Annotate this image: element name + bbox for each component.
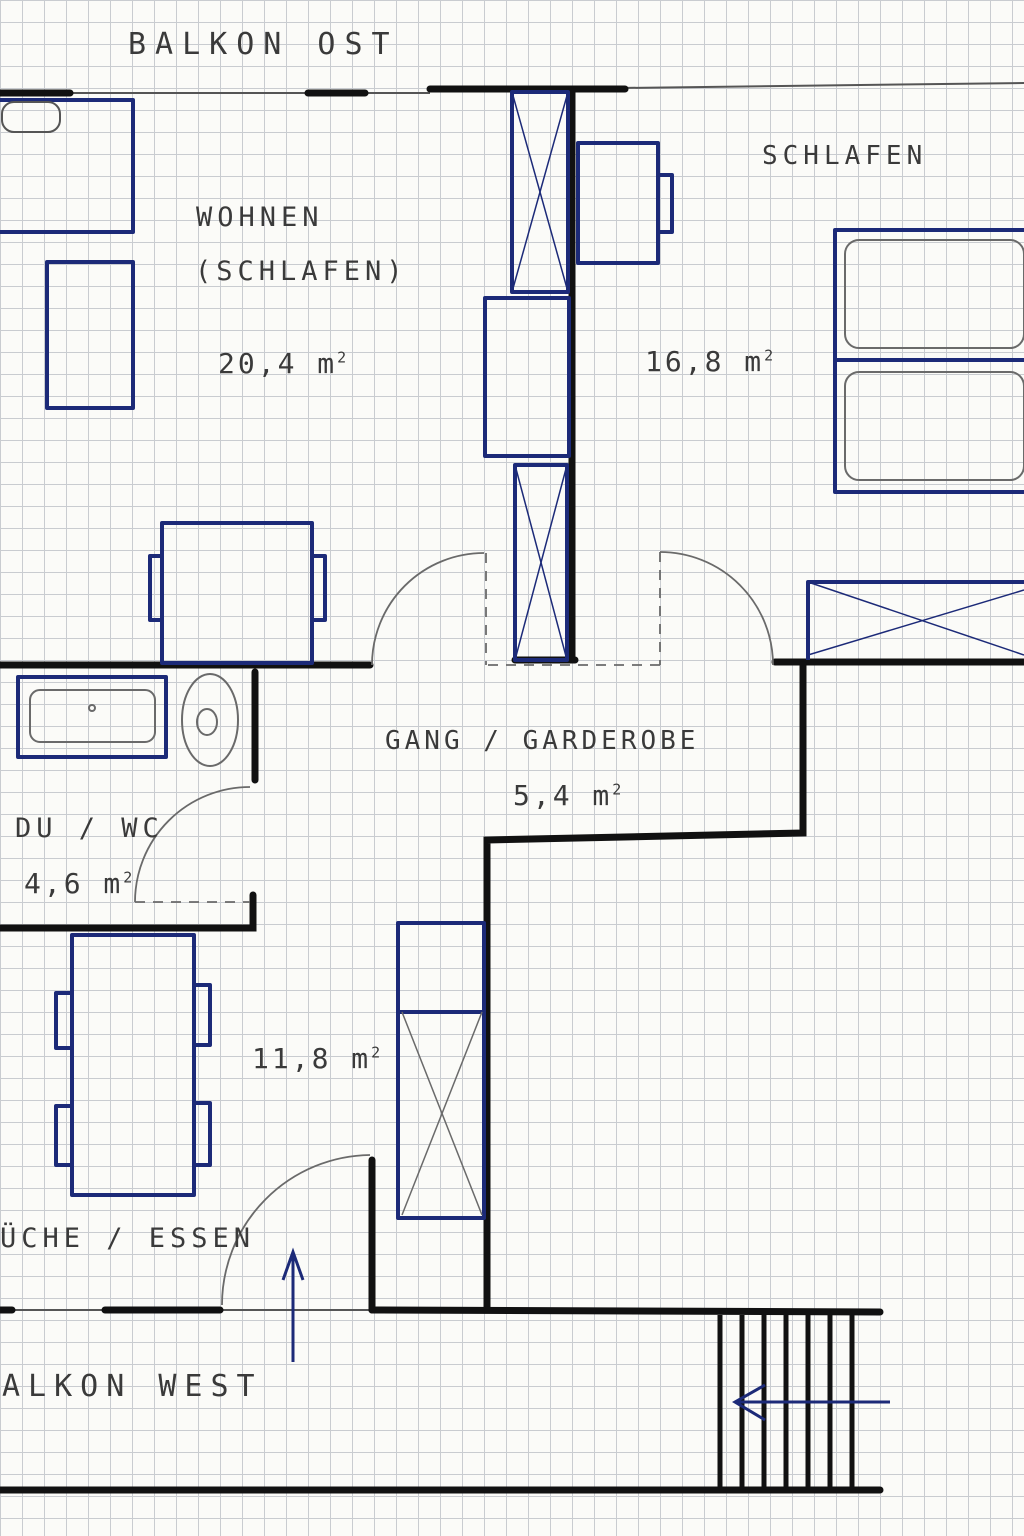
label-kueche-area: 11,8 m2 [252,1042,381,1075]
furniture [0,90,1024,1220]
label-gang: GANG / GARDEROBE [385,726,700,756]
kitchen-cabinet [396,921,486,1220]
label-schlafen: SCHLAFEN [762,141,928,171]
bathtub-small-icon [1,101,61,133]
chair-icon [54,1104,72,1167]
chair-icon [312,554,327,622]
entrance-arrow-icon [732,1383,890,1422]
cabinet [483,296,571,458]
side-table [45,260,135,410]
label-balkon-ost: BALKON OST [128,27,399,62]
label-bad: DU / WC [15,813,164,844]
label-balkon-west: ALKON WEST [2,1369,263,1404]
label-gang-area: 5,4 m2 [513,779,622,812]
label-kueche: ÜCHE / ESSEN [0,1223,256,1254]
sofa [0,98,135,234]
chair-icon [194,983,212,1047]
toilet-icon [181,673,239,767]
dining-table [70,933,196,1197]
chair-icon [148,554,162,622]
label-bad-area: 4,6 m2 [24,867,133,900]
label-wohnen: WOHNEN [196,202,324,233]
desk [160,521,314,665]
label-wohnen-sub: (SCHLAFEN) [195,256,408,287]
bedroom-desk [576,141,660,265]
chair-icon [54,991,72,1050]
walls [0,85,1024,1494]
chair-icon [658,173,674,234]
wardrobe [510,90,570,294]
bathtub-icon [16,675,168,759]
label-schlafen-area: 16,8 m2 [645,345,774,378]
door-swings [134,551,774,1306]
chair-icon [194,1101,212,1167]
pencil-details [29,239,1024,1216]
wardrobe [513,463,569,662]
balcony-arrow-icon [281,1247,305,1362]
label-wohnen-area: 20,4 m2 [218,347,347,380]
